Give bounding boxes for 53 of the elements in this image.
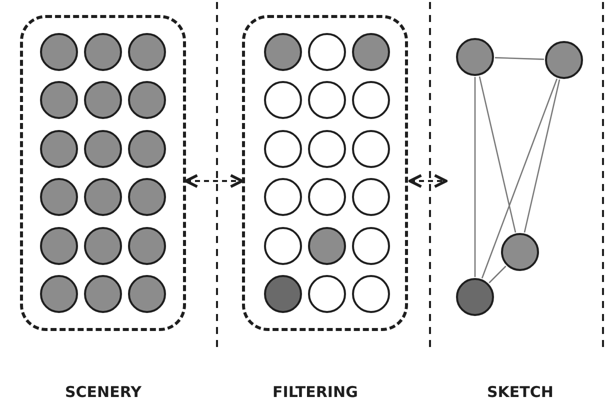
circle-node — [84, 81, 122, 119]
circle-node — [40, 130, 78, 168]
circle-node — [128, 178, 166, 216]
circle-node — [128, 275, 166, 313]
circle-node — [264, 130, 302, 168]
circle-node — [40, 227, 78, 265]
circle-node — [308, 33, 346, 71]
circle-node — [128, 227, 166, 265]
circle-node — [545, 41, 583, 79]
connector-line — [524, 79, 560, 233]
circle-node — [40, 33, 78, 71]
circle-node — [128, 130, 166, 168]
circle-node — [264, 81, 302, 119]
circle-node — [308, 81, 346, 119]
connector-line — [481, 78, 558, 278]
circle-node — [84, 275, 122, 313]
circle-node — [84, 178, 122, 216]
circle-node — [456, 38, 494, 76]
double-arrow — [408, 174, 448, 188]
circle-node — [264, 227, 302, 265]
circle-node — [264, 33, 302, 71]
circle-node — [352, 130, 390, 168]
dashed-group-box — [242, 15, 408, 331]
connector-line — [494, 57, 544, 60]
double-arrow — [184, 174, 244, 188]
circle-node — [352, 227, 390, 265]
circle-node — [128, 81, 166, 119]
circle-node — [84, 33, 122, 71]
circle-node — [40, 81, 78, 119]
circle-node — [308, 130, 346, 168]
circle-node — [352, 275, 390, 313]
circle-node — [84, 227, 122, 265]
circle-node — [84, 130, 122, 168]
circle-node — [40, 178, 78, 216]
panel-label: SCENERY — [65, 383, 142, 401]
circle-node — [501, 233, 539, 271]
circle-node — [352, 81, 390, 119]
circle-node — [352, 178, 390, 216]
connector-line — [474, 77, 476, 277]
circle-node — [456, 278, 494, 316]
circle-node — [352, 33, 390, 71]
circle-node — [40, 275, 78, 313]
circle-node — [264, 275, 302, 313]
circle-node — [264, 178, 302, 216]
connector-line — [488, 266, 506, 284]
panel-label: SKETCH — [487, 383, 554, 401]
dashed-group-box — [20, 15, 186, 331]
connector-line — [478, 76, 516, 233]
circle-node — [308, 178, 346, 216]
circle-node — [128, 33, 166, 71]
panel-label: FILTERING — [272, 383, 358, 401]
circle-node — [308, 227, 346, 265]
circle-node — [308, 275, 346, 313]
